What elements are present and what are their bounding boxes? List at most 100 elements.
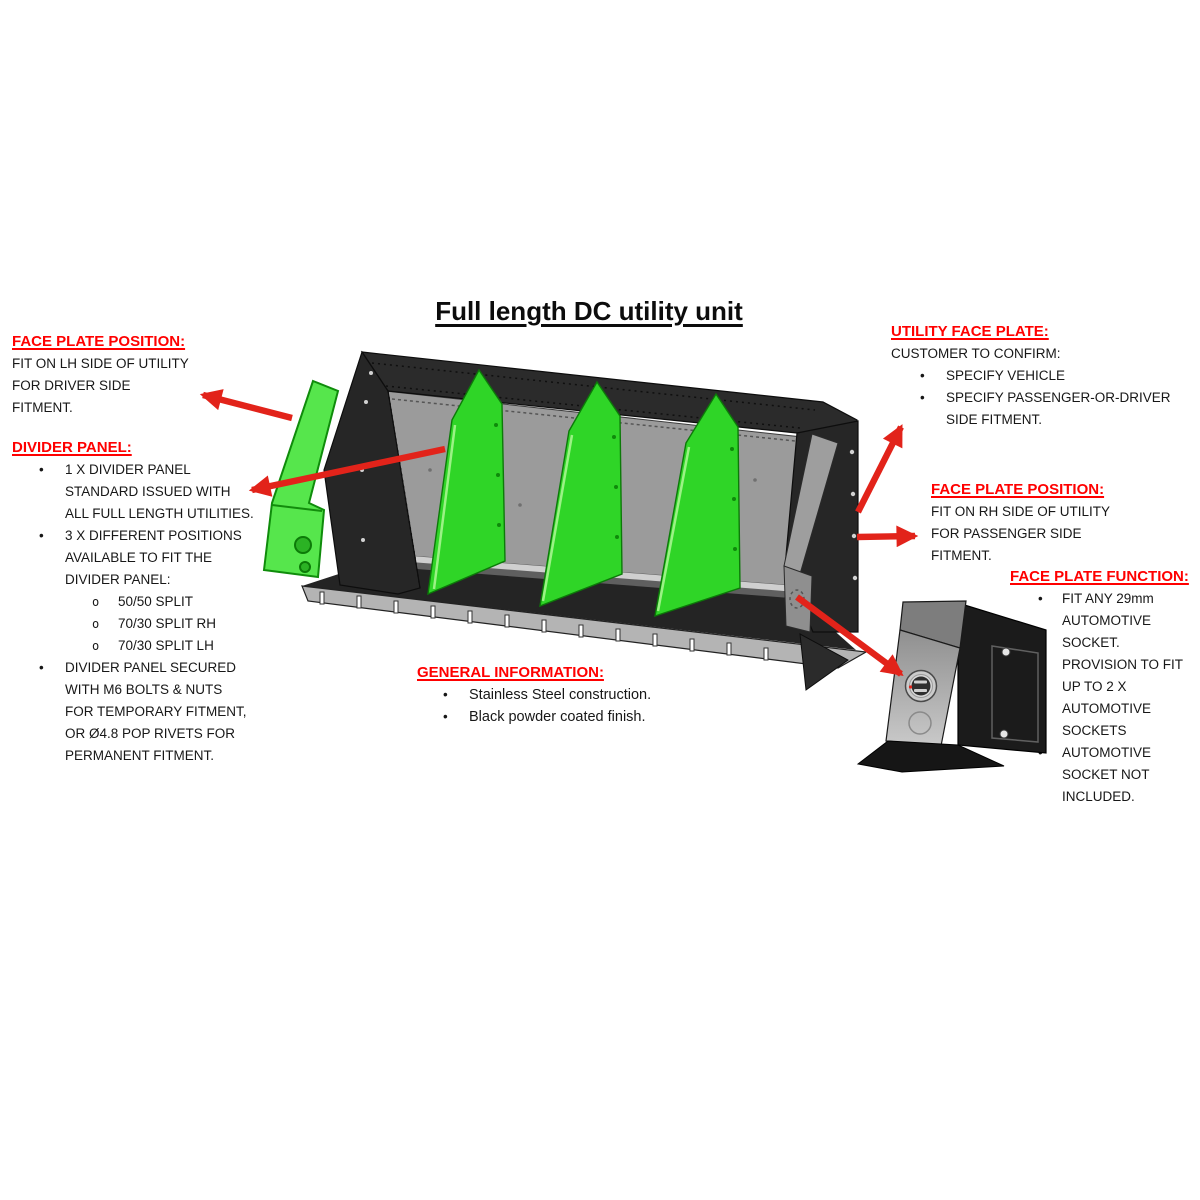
annotation-arrows <box>199 389 919 677</box>
arrow-utility-face-plate <box>855 424 904 514</box>
note-line: PROVISION TO FIT <box>1062 657 1184 672</box>
face-plate-base <box>856 740 1005 773</box>
bullet-icon: • <box>920 368 925 383</box>
list-item: • FIT ANY 29mm AUTOMOTIVE SOCKET. <box>1010 588 1189 654</box>
note-line: AUTOMOTIVE <box>1062 613 1152 628</box>
screw-icon <box>1001 647 1011 657</box>
arrow-to-socket <box>795 594 904 677</box>
face-plate-position-lh-heading: FACE PLATE POSITION: <box>12 333 186 350</box>
bullet-icon: • <box>39 660 44 675</box>
bullet-icon: • <box>39 528 44 543</box>
arrow-divider-panel <box>248 445 446 497</box>
bullet-icon: • <box>443 709 448 724</box>
sub-list-item: o 70/30 SPLIT RH <box>12 613 254 635</box>
note-line: SOCKET. <box>1062 635 1120 650</box>
general-information-note: GENERAL INFORMATION: • Stainless Steel c… <box>417 662 651 728</box>
usb-socket-icon <box>904 669 938 703</box>
front-apron <box>301 585 868 669</box>
note-line: FOR TEMPORARY FITMENT, <box>65 704 247 719</box>
note-line: SIDE FITMENT. <box>946 412 1043 427</box>
note-line: SOCKET NOT <box>1062 767 1150 782</box>
sub-list-item: o 70/30 SPLIT LH <box>12 635 254 657</box>
note-line: 3 X DIFFERENT POSITIONS <box>65 528 242 543</box>
note-line: OR Ø4.8 POP RIVETS FOR <box>65 726 236 741</box>
divider-panel-1 <box>427 368 506 596</box>
knockout-hole <box>908 711 932 735</box>
sub-bullet-icon: o <box>92 617 100 631</box>
note-line: FITMENT. <box>931 548 992 563</box>
bullet-icon: • <box>39 462 44 477</box>
back-wall <box>384 390 803 589</box>
utility-face-plate-heading: UTILITY FACE PLATE: <box>891 323 1049 340</box>
list-item: • 3 X DIFFERENT POSITIONS AVAILABLE TO F… <box>12 525 254 591</box>
list-item: • 1 X DIVIDER PANEL STANDARD ISSUED WITH… <box>12 459 254 525</box>
note-line: INCLUDED. <box>1062 789 1135 804</box>
divider-panel-note: DIVIDER PANEL: • 1 X DIVIDER PANEL STAND… <box>12 437 254 767</box>
right-end-inner-strip <box>783 433 839 575</box>
note-line: FIT ON RH SIDE OF UTILITY <box>931 504 1111 519</box>
note-line: SPECIFY VEHICLE <box>946 368 1066 383</box>
list-item: • SPECIFY VEHICLE <box>891 365 1171 387</box>
page-title: Full length DC utility unit <box>435 296 743 326</box>
list-item: • AUTOMOTIVE SOCKET NOT INCLUDED. <box>1010 742 1189 808</box>
face-plate-function-heading: FACE PLATE FUNCTION: <box>1010 568 1189 585</box>
note-line: CUSTOMER TO CONFIRM: <box>891 346 1061 361</box>
list-item: • SPECIFY PASSENGER-OR-DRIVER SIDE FITME… <box>891 387 1171 431</box>
note-line: FOR DRIVER SIDE <box>12 378 131 393</box>
note-line: UP TO 2 X <box>1062 679 1127 694</box>
note-line: 1 X DIVIDER PANEL <box>65 462 191 477</box>
bullet-icon: • <box>1038 591 1043 606</box>
face-plate-position-rh-note: FACE PLATE POSITION: FIT ON RH SIDE OF U… <box>931 479 1110 567</box>
support-rail-highlight <box>395 555 787 591</box>
note-line: AUTOMOTIVE <box>1062 701 1152 716</box>
apron-slots <box>319 591 769 661</box>
note-line: Black powder coated finish. <box>469 709 646 725</box>
utility-unit-drawing <box>262 350 868 691</box>
divider-panel-3 <box>654 392 741 618</box>
face-plate-position-rh-heading: FACE PLATE POSITION: <box>931 481 1105 498</box>
note-line: FITMENT. <box>12 400 73 415</box>
list-item: • Black powder coated finish. <box>417 706 651 728</box>
right-corner-flap <box>799 633 849 691</box>
sub-list-item: o 50/50 SPLIT <box>12 591 254 613</box>
note-line: 50/50 SPLIT <box>118 594 194 609</box>
green-face-plate <box>262 379 340 579</box>
screw-icon <box>999 729 1009 739</box>
note-line: FIT ANY 29mm <box>1062 591 1154 606</box>
note-line: STANDARD ISSUED WITH <box>65 484 231 499</box>
note-line: DIVIDER PANEL SECURED <box>65 660 237 675</box>
list-item: • DIVIDER PANEL SECURED WITH M6 BOLTS & … <box>12 657 254 767</box>
arrow-face-plate-position-lh <box>199 389 293 422</box>
note-line: Stainless Steel construction. <box>469 687 652 703</box>
general-information-heading: GENERAL INFORMATION: <box>417 664 604 681</box>
note-line: SOCKETS <box>1062 723 1127 738</box>
support-rail <box>391 554 791 598</box>
mounting-pocket <box>783 565 813 633</box>
note-line: FOR PASSENGER SIDE <box>931 526 1082 541</box>
face-plate-function-note: FACE PLATE FUNCTION: • FIT ANY 29mm AUTO… <box>1010 566 1189 808</box>
note-line: AUTOMOTIVE <box>1062 745 1152 760</box>
utility-face-plate-note: UTILITY FACE PLATE: CUSTOMER TO CONFIRM:… <box>891 321 1171 431</box>
divider-panel-heading: DIVIDER PANEL: <box>12 439 132 456</box>
note-line: 70/30 SPLIT LH <box>118 638 214 653</box>
note-line: SPECIFY PASSENGER-OR-DRIVER <box>946 390 1171 405</box>
list-item: • Stainless Steel construction. <box>417 684 651 706</box>
wall-seam <box>391 398 796 442</box>
bullet-icon: • <box>1038 745 1043 760</box>
note-line: DIVIDER PANEL: <box>65 572 171 587</box>
knockout-outline <box>789 589 805 609</box>
note-line: AVAILABLE TO FIT THE <box>65 550 213 565</box>
sub-bullet-icon: o <box>92 595 100 609</box>
divider-panel-2 <box>539 380 623 608</box>
list-item: • PROVISION TO FIT UP TO 2 X AUTOMOTIVE … <box>1010 654 1189 742</box>
top-band <box>360 351 858 441</box>
tray-floor <box>302 556 856 650</box>
note-line: WITH M6 BOLTS & NUTS <box>65 682 223 697</box>
socket-hole <box>294 536 312 554</box>
bullet-icon: • <box>920 390 925 405</box>
face-plate-position-lh-note: FACE PLATE POSITION: FIT ON LH SIDE OF U… <box>12 331 189 419</box>
arrow-face-plate-position-rh <box>856 525 919 548</box>
socket-hole <box>299 561 311 573</box>
note-line: PERMANENT FITMENT. <box>65 748 215 763</box>
